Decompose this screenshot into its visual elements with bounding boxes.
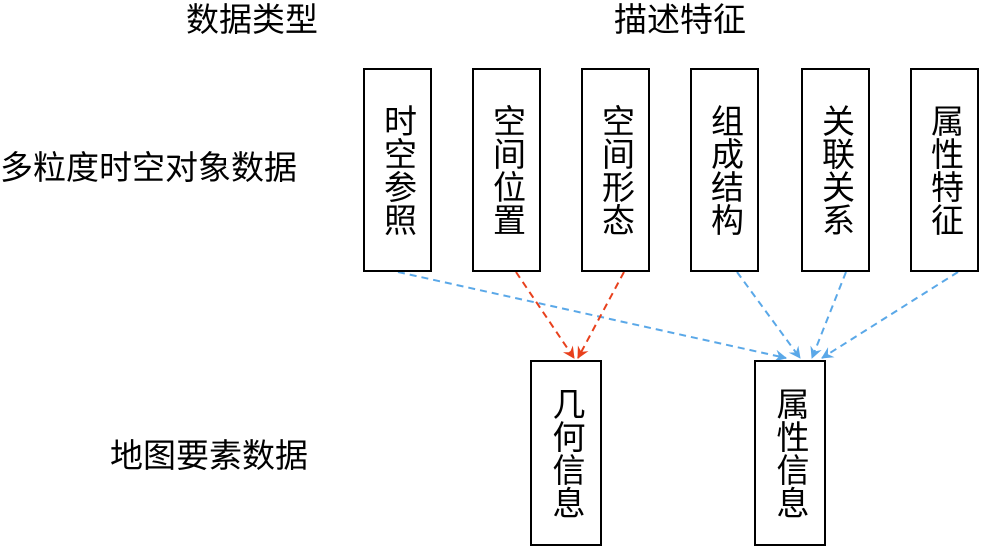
header-description: 描述特征 [614,0,746,39]
feature-box-association-relation: 关联关系 [801,68,870,272]
row-label-source: 多粒度时空对象数据 [0,148,297,187]
feature-box-attribute-feature: 属性特征 [910,68,979,272]
arrow-spatial-form-to-geometry-info [577,271,625,359]
arrow-composition-to-attribute-info [736,271,801,359]
target-box-attribute-info: 属性信息 [754,360,826,546]
feature-box-composition-structure: 组成结构 [690,68,759,272]
arrow-spatiotemporal-ref-to-attribute-info [397,271,787,362]
feature-box-spatial-position: 空间位置 [472,68,541,272]
arrow-spatial-position-to-geometry-info [515,271,575,359]
row-label-target: 地图要素数据 [110,436,308,475]
feature-box-spatial-form: 空间形态 [581,68,650,272]
header-data-type: 数据类型 [186,0,318,39]
arrow-association-to-attribute-info [810,271,847,359]
target-box-geometry-info: 几何信息 [530,360,602,546]
feature-box-spatiotemporal-reference: 时空参照 [363,68,432,272]
arrow-attribute-feature-to-attribute-info [821,271,959,359]
